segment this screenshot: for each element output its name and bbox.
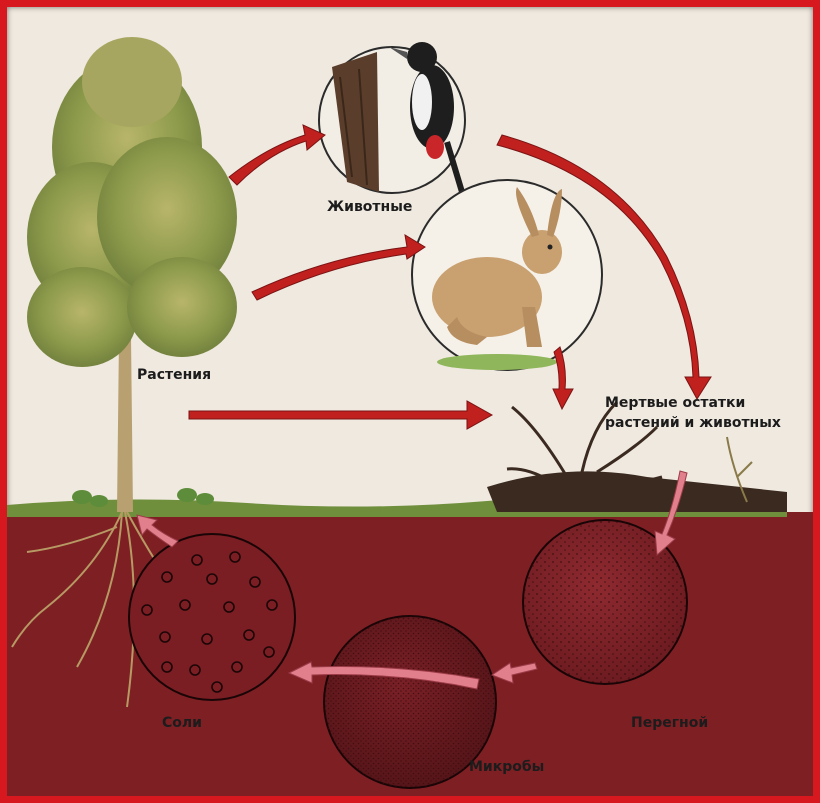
salt-crystals — [141, 551, 278, 693]
tree-illustration — [27, 37, 237, 512]
remains-label: Мертвые остатки растений и животных — [605, 395, 781, 431]
seedlings — [72, 488, 214, 507]
animals-label: Животные — [327, 199, 413, 215]
microbes-circle — [323, 615, 497, 789]
microbes-label: Микробы — [469, 759, 545, 775]
humus-circle — [522, 519, 688, 685]
salts-circle — [128, 533, 296, 701]
plants-label: Растения — [137, 367, 212, 383]
cycle-arrows — [188, 124, 712, 430]
hare-circle — [411, 179, 603, 371]
soil-arrows — [136, 470, 688, 690]
salts-label: Соли — [162, 715, 202, 731]
woodpecker-circle — [318, 42, 466, 194]
humus-label: Перегной — [631, 715, 709, 731]
soil-cycle-diagram — [7, 37, 813, 796]
dead-remains-illustration — [487, 400, 787, 512]
